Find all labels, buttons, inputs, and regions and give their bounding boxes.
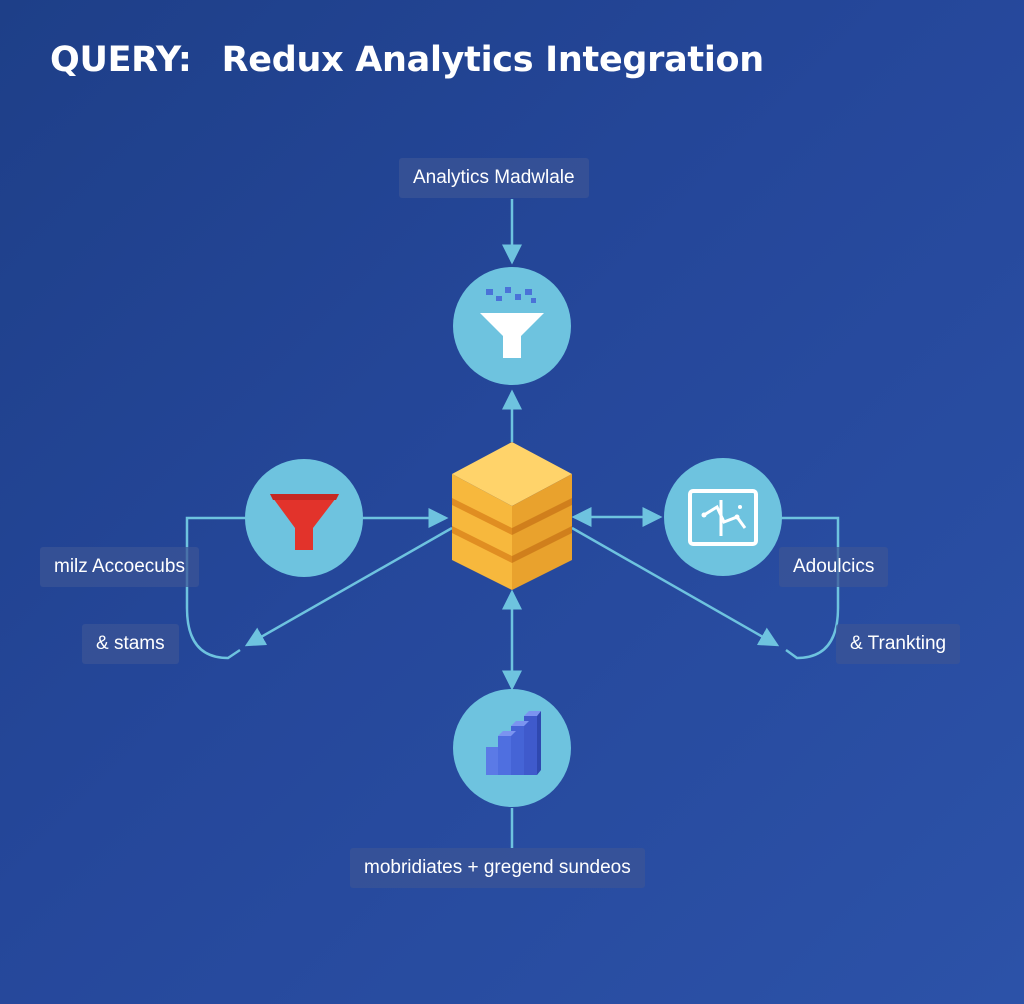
node-sublabel-left: & stams [82, 624, 179, 664]
connector-right-loop [775, 516, 840, 660]
page-title: QUERY: Redux Analytics Integration [50, 40, 764, 80]
node-label-top: Analytics Madwlale [399, 158, 589, 198]
bar-chart-icon [486, 711, 541, 775]
connector-center-to-left-loop [244, 526, 453, 647]
title-text: Redux Analytics Integration [221, 40, 765, 80]
connector-left-loop [185, 516, 248, 660]
node-right [664, 458, 782, 576]
node-top [453, 267, 571, 385]
filter-funnel-icon [270, 494, 339, 550]
node-left [245, 459, 363, 577]
node-label-left: milz Accoecubs [40, 547, 199, 587]
node-label-bottom: mobridiates + gregend sundeos [350, 848, 645, 888]
title-prefix: QUERY: [50, 40, 192, 80]
node-sublabel-right: & Trankting [836, 624, 961, 664]
connectors [185, 199, 840, 848]
redux-store-cube-icon [452, 442, 572, 590]
connector-center-to-right-loop [571, 526, 780, 647]
chart-monitor-icon [688, 489, 758, 546]
funnel-icon [480, 287, 544, 358]
node-label-right: Adoulcics [779, 547, 889, 587]
node-bottom [453, 689, 571, 807]
